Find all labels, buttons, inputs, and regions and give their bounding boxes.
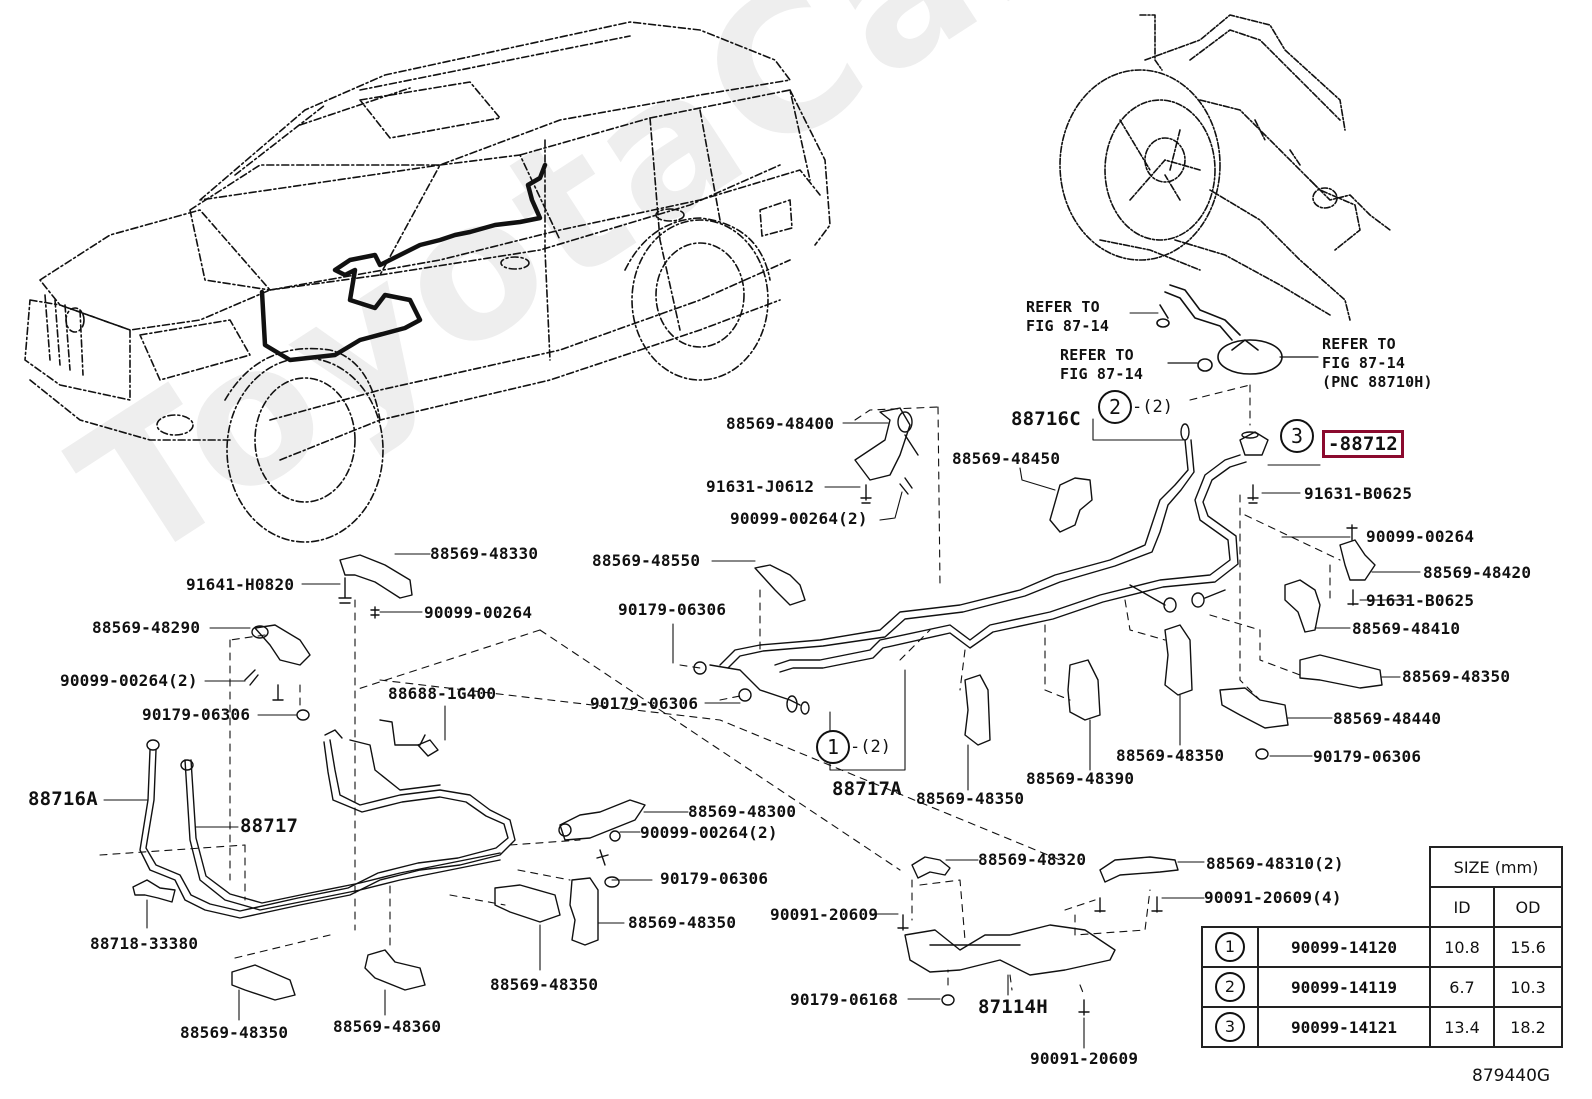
table-row: 2 90099-14119 6.7 10.3 bbox=[1201, 966, 1563, 1008]
part-label-91641-H0820[interactable]: 91641-H0820 bbox=[186, 575, 295, 594]
outer-diameter: 10.3 bbox=[1493, 966, 1563, 1008]
size-header: SIZE (mm) bbox=[1429, 846, 1563, 888]
part-label-88569-48400[interactable]: 88569-48400 bbox=[726, 414, 835, 433]
outer-diameter: 15.6 bbox=[1493, 926, 1563, 968]
part-label-88569-48410[interactable]: 88569-48410 bbox=[1352, 619, 1461, 638]
part-label-88569-48290[interactable]: 88569-48290 bbox=[92, 618, 201, 637]
cooler-pipes bbox=[139, 423, 1247, 919]
harness-route bbox=[259, 162, 548, 363]
clamp-key: 1 bbox=[1215, 932, 1245, 962]
clamp-key-3: 3 bbox=[1280, 419, 1314, 453]
col-id-header: ID bbox=[1429, 886, 1495, 928]
part-label-90179-06306[interactable]: 90179-06306 bbox=[660, 869, 769, 888]
col-od-header: OD bbox=[1493, 886, 1563, 928]
part-label-91631-B0625[interactable]: 91631-B0625 bbox=[1304, 484, 1413, 503]
part-label-88569-48550[interactable]: 88569-48550 bbox=[592, 551, 701, 570]
vehicle-illustration bbox=[24, 21, 831, 543]
table-row: 3 90099-14121 13.4 18.2 bbox=[1201, 1006, 1563, 1048]
phantom-lines bbox=[99, 384, 1341, 996]
part-label-90179-06306[interactable]: 90179-06306 bbox=[590, 694, 699, 713]
part-label-90099-00264-2[interactable]: 90099-00264(2) bbox=[730, 509, 868, 528]
part-label-90091-20609[interactable]: 90091-20609 bbox=[770, 905, 879, 924]
outer-diameter: 18.2 bbox=[1493, 1006, 1563, 1048]
part-number[interactable]: 90099-14119 bbox=[1257, 966, 1431, 1008]
part-label-90099-00264-2[interactable]: 90099-00264(2) bbox=[640, 823, 778, 842]
part-label-88718-33380[interactable]: 88718-33380 bbox=[90, 934, 199, 953]
callout-clamp-3: 3 bbox=[1280, 419, 1314, 453]
drain-hose-parts bbox=[1156, 284, 1283, 375]
inner-diameter: 13.4 bbox=[1429, 1006, 1495, 1048]
part-label-90179-06306[interactable]: 90179-06306 bbox=[1313, 747, 1422, 766]
part-label-87114H[interactable]: 87114H bbox=[978, 996, 1048, 1018]
clamp-qty-2: -(2) bbox=[1132, 397, 1173, 417]
part-label-90099-00264[interactable]: 90099-00264 bbox=[424, 603, 533, 622]
part-label-88569-48360[interactable]: 88569-48360 bbox=[333, 1017, 442, 1036]
part-label-88569-48440[interactable]: 88569-48440 bbox=[1333, 709, 1442, 728]
part-label-88569-48350[interactable]: 88569-48350 bbox=[628, 913, 737, 932]
part-label-88569-48350[interactable]: 88569-48350 bbox=[490, 975, 599, 994]
part-label-90099-00264-2[interactable]: 90099-00264(2) bbox=[60, 671, 198, 690]
part-label-90179-06168[interactable]: 90179-06168 bbox=[790, 990, 899, 1009]
part-number[interactable]: 90099-14120 bbox=[1257, 926, 1431, 968]
part-label-88569-48450[interactable]: 88569-48450 bbox=[952, 449, 1061, 468]
part-label-88569-48390[interactable]: 88569-48390 bbox=[1026, 769, 1135, 788]
table-row: 1 90099-14120 10.8 15.6 bbox=[1201, 926, 1563, 968]
part-label-88569-48350[interactable]: 88569-48350 bbox=[916, 789, 1025, 808]
figure-id: 879440G bbox=[1472, 1066, 1551, 1086]
part-label-88569-48350[interactable]: 88569-48350 bbox=[1116, 746, 1225, 765]
clamp-key-1: 1 bbox=[816, 730, 850, 764]
part-label-88569-48350[interactable]: 88569-48350 bbox=[1402, 667, 1511, 686]
part-label-88717A[interactable]: 88717A bbox=[832, 778, 902, 800]
clamp-key-2: 2 bbox=[1098, 390, 1132, 424]
inner-diameter: 10.8 bbox=[1429, 926, 1495, 968]
part-label-88569-48300[interactable]: 88569-48300 bbox=[688, 802, 797, 821]
part-label-88569-48330[interactable]: 88569-48330 bbox=[430, 544, 539, 563]
clamp-size-table: SIZE (mm) ID OD 1 90099-14120 10.8 15.6 … bbox=[1201, 846, 1563, 1048]
refer-note-3: REFER TO FIG 87-14 (PNC 88710H) bbox=[1322, 335, 1433, 391]
part-label-90091-20609[interactable]: 90091-20609 bbox=[1030, 1049, 1139, 1068]
part-label-90091-20609-4[interactable]: 90091-20609(4) bbox=[1204, 888, 1342, 907]
part-label-91631-J0612[interactable]: 91631-J0612 bbox=[706, 477, 815, 496]
clamp-key: 2 bbox=[1215, 972, 1245, 1002]
part-label-88569-48310-2[interactable]: 88569-48310(2) bbox=[1206, 854, 1344, 873]
part-label-88569-48420[interactable]: 88569-48420 bbox=[1423, 563, 1532, 582]
part-label-90179-06306[interactable]: 90179-06306 bbox=[142, 705, 251, 724]
part-label-88688-1G400[interactable]: 88688-1G400 bbox=[388, 684, 497, 703]
part-label-88716C[interactable]: 88716C bbox=[1011, 408, 1081, 430]
part-label-88716A[interactable]: 88716A bbox=[28, 788, 98, 810]
part-number[interactable]: 90099-14121 bbox=[1257, 1006, 1431, 1048]
callout-clamp-1: 1 -(2) bbox=[816, 730, 891, 764]
part-label-90099-00264[interactable]: 90099-00264 bbox=[1366, 527, 1475, 546]
clamps bbox=[132, 407, 1383, 1016]
callout-clamp-2: 2 -(2) bbox=[1098, 390, 1173, 424]
clamp-key: 3 bbox=[1215, 1012, 1245, 1042]
ac-unit-illustration bbox=[1059, 14, 1391, 321]
refer-note-2: REFER TO FIG 87-14 bbox=[1060, 346, 1144, 383]
part-label-90179-06306[interactable]: 90179-06306 bbox=[618, 600, 727, 619]
part-label-88569-48350[interactable]: 88569-48350 bbox=[180, 1023, 289, 1042]
clamp-qty-1: -(2) bbox=[850, 737, 891, 757]
part-label-91631-B0625[interactable]: 91631-B0625 bbox=[1366, 591, 1475, 610]
part-label-88712-highlighted[interactable]: -88712 bbox=[1322, 430, 1404, 458]
part-label-88717[interactable]: 88717 bbox=[240, 815, 299, 837]
part-label-88569-48320[interactable]: 88569-48320 bbox=[978, 850, 1087, 869]
refer-note-1: REFER TO FIG 87-14 bbox=[1026, 298, 1110, 335]
inner-diameter: 6.7 bbox=[1429, 966, 1495, 1008]
